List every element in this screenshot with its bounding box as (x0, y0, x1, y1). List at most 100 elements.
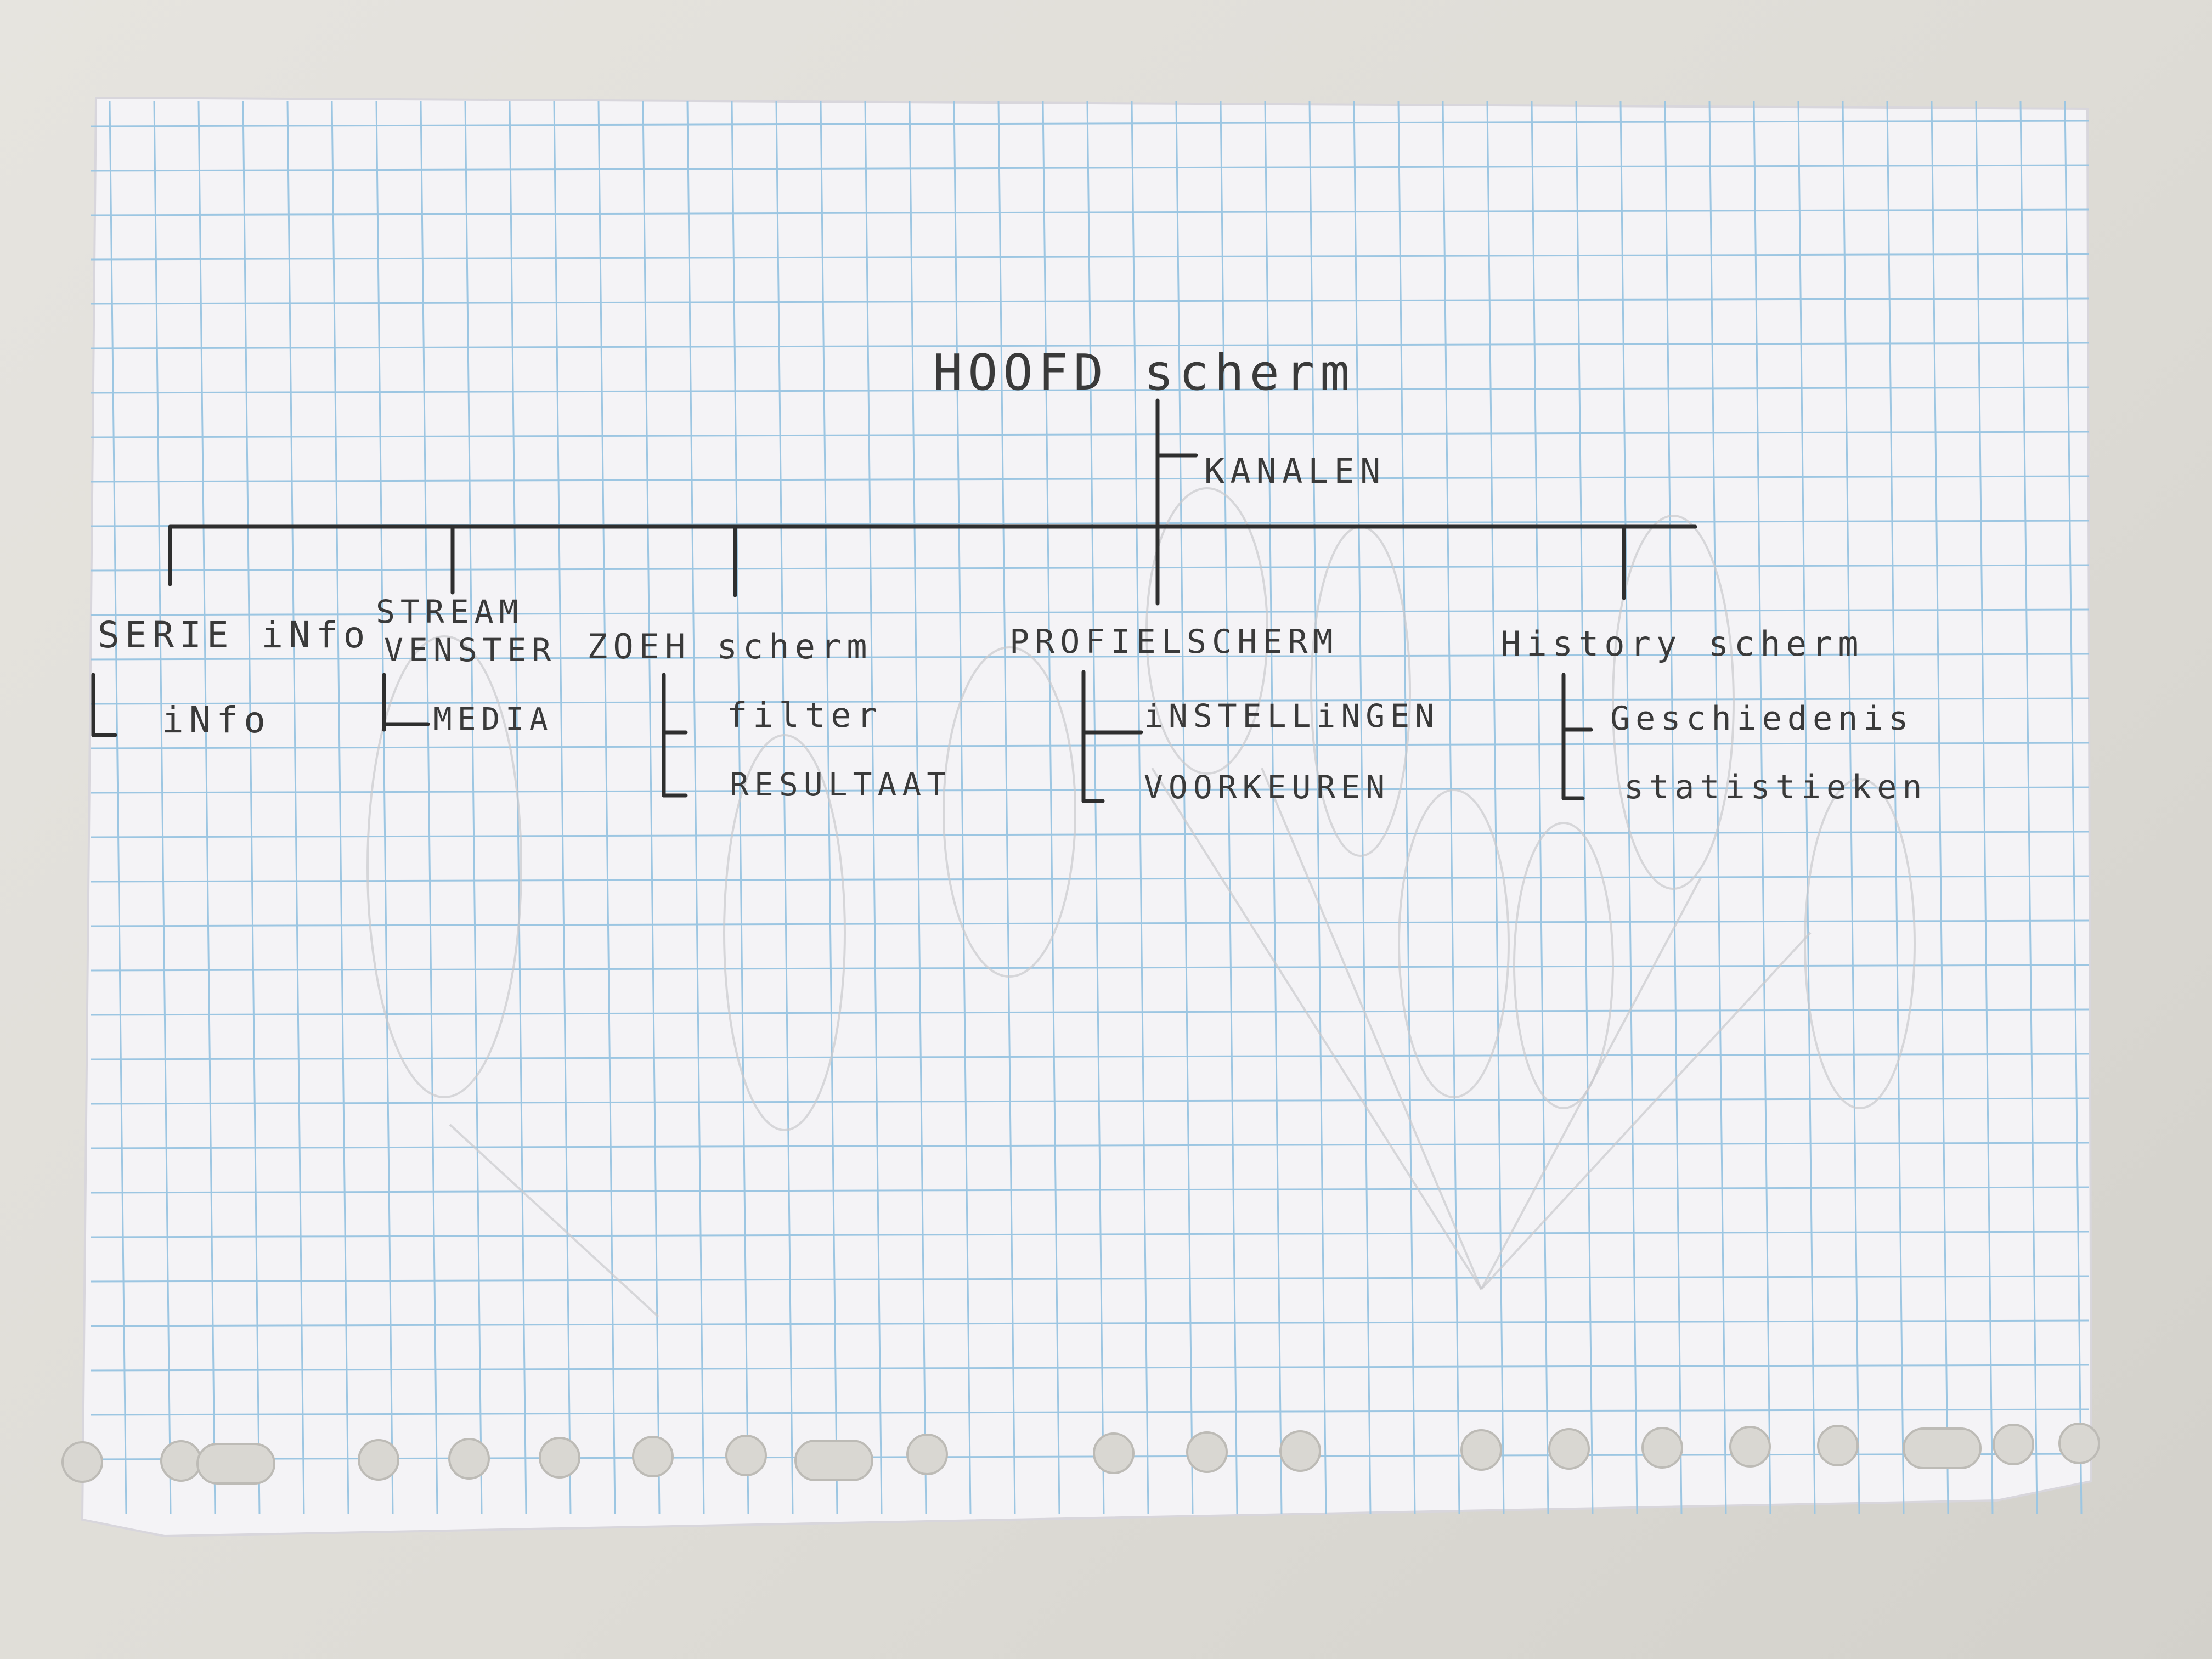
root-child-label: KANALEN (1204, 451, 1386, 491)
grid-line-horizontal (90, 564, 2090, 572)
grid-line-horizontal (90, 1008, 2090, 1016)
grid-line-vertical (686, 101, 705, 1515)
punch-hole-oblong (1903, 1427, 1982, 1469)
punch-hole (1729, 1426, 1771, 1468)
grid-line-horizontal (90, 831, 2090, 838)
punch-hole (1548, 1428, 1590, 1470)
grid-line-horizontal (90, 431, 2090, 438)
punch-hole (160, 1440, 202, 1482)
grid-line-horizontal (90, 1408, 2090, 1416)
punch-hole (1641, 1427, 1683, 1469)
grid-line-vertical (109, 101, 127, 1515)
punch-hole (725, 1435, 767, 1476)
branch-history-scherm-child-2: statistieken (1624, 768, 1927, 806)
branch-stream-venster-line-1: STREAM (376, 593, 524, 630)
hierarchy-connectors (91, 398, 1697, 803)
grid-line-horizontal (90, 1364, 2090, 1372)
branch-zoek-scherm: ZOEH scherm (587, 627, 873, 667)
grid-line-horizontal (90, 608, 2090, 616)
grid-line-horizontal (90, 386, 2090, 394)
branch-stream-venster-line-2: VENSTER (384, 631, 556, 669)
grid-line-horizontal (90, 1097, 2090, 1105)
grid-line-vertical (1975, 101, 1994, 1515)
punch-hole (1993, 1424, 2034, 1465)
punch-hole (1817, 1425, 1859, 1466)
grid-line-vertical (1486, 101, 1505, 1515)
grid-line-vertical (642, 101, 661, 1515)
grid-line-vertical (1708, 101, 1727, 1515)
grid-line-vertical (597, 101, 616, 1515)
grid-line-horizontal (90, 919, 2090, 927)
grid-line-vertical (553, 101, 572, 1515)
grid-line-horizontal (90, 653, 2090, 661)
branch-profielscherm-child-2: VOORKEUREN (1144, 769, 1390, 806)
grid-line-vertical (198, 101, 216, 1515)
grid-line-horizontal (90, 1053, 2090, 1060)
punch-hole (358, 1439, 399, 1481)
grid-line-horizontal (90, 253, 2090, 261)
grid-line-horizontal (90, 342, 2090, 349)
grid-line-horizontal (90, 1186, 2090, 1194)
grid-line-vertical (1442, 101, 1460, 1515)
grid-line-vertical (331, 101, 349, 1515)
branch-profielscherm: PROFIELSCHERM (1009, 623, 1339, 661)
grid-line-horizontal (90, 875, 2090, 883)
branch-history-scherm: History scherm (1500, 624, 1864, 664)
diagram-labels: HOOFD scherm KANALEN SERIE iNfo iNfo STR… (98, 344, 1927, 806)
punch-hole-oblong (196, 1443, 275, 1485)
grid-line-horizontal (90, 1231, 2090, 1238)
grid-line-vertical (731, 101, 749, 1515)
punch-hole (632, 1436, 674, 1477)
grid-line-vertical (242, 101, 261, 1515)
punch-hole (539, 1437, 580, 1479)
grid-line-vertical (420, 101, 438, 1515)
grid-line-vertical (464, 101, 483, 1515)
grid-line-vertical (375, 101, 394, 1515)
punch-hole (1460, 1429, 1502, 1471)
grid-line-vertical (1664, 101, 1683, 1515)
punch-holes (61, 1423, 2100, 1485)
grid-line-horizontal (90, 742, 2090, 749)
grid-line-vertical (1886, 101, 1905, 1515)
grid-line-horizontal (90, 120, 2090, 127)
grid-line-vertical (775, 101, 794, 1515)
grid-line-horizontal (90, 1319, 2090, 1327)
grid-line-horizontal (90, 164, 2090, 172)
grid-line-vertical (2019, 101, 2038, 1515)
punch-hole (906, 1434, 948, 1475)
punch-hole-oblong (794, 1440, 873, 1481)
punch-hole (61, 1441, 103, 1483)
punch-hole (1093, 1432, 1135, 1474)
grid-lines (90, 101, 2090, 1515)
branch-zoek-scherm-child-2: RESULTAAT (730, 766, 951, 803)
branch-stream-venster-child-1: MEDIA (433, 702, 554, 737)
punch-hole (1279, 1430, 1321, 1472)
punch-hole (2058, 1423, 2100, 1464)
punch-hole (448, 1438, 490, 1480)
grid-line-vertical (1620, 101, 1638, 1515)
grid-line-vertical (2064, 101, 2083, 1515)
grid-line-horizontal (90, 964, 2090, 972)
grid-line-horizontal (90, 475, 2090, 483)
grid-line-horizontal (90, 1142, 2090, 1149)
grid-line-vertical (1575, 101, 1594, 1515)
grid-line-horizontal (90, 297, 2090, 305)
grid-line-horizontal (90, 1275, 2090, 1283)
branch-profielscherm-child-1: iNSTELLiNGEN (1144, 697, 1440, 735)
root-node: HOOFD scherm (933, 344, 1355, 402)
paper (81, 96, 2093, 1538)
grid-line-horizontal (90, 786, 2090, 794)
grid-line-vertical (286, 101, 305, 1515)
grid-line-vertical (1753, 101, 1771, 1515)
show-through-sketches (366, 487, 1916, 1318)
grid-line-vertical (1797, 101, 1816, 1515)
branch-history-scherm-child-1: Geschiedenis (1610, 699, 1914, 738)
grid-line-vertical (1842, 101, 1860, 1515)
branch-zoek-scherm-child-1: filter (727, 695, 883, 735)
punch-hole (1186, 1431, 1228, 1473)
grid-line-horizontal (90, 697, 2090, 705)
branch-serie-info: SERIE iNfo (98, 614, 370, 656)
grid-line-vertical (1931, 101, 1949, 1515)
grid-line-vertical (153, 101, 172, 1515)
